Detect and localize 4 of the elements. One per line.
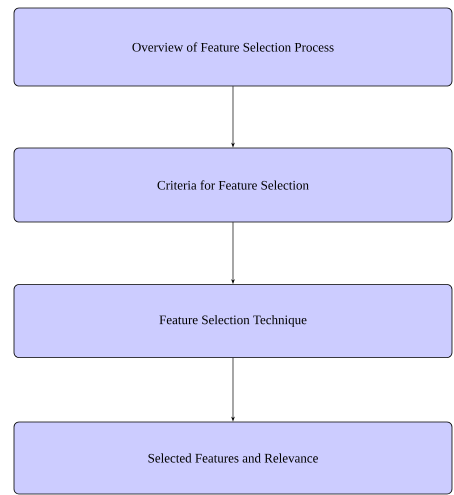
process-box: Feature Selection Technique (14, 284, 452, 358)
process-box: Criteria for Feature Selection (14, 148, 452, 222)
process-box: Overview of Feature Selection Process (14, 8, 452, 86)
process-box: Selected Features and Relevance (14, 422, 452, 494)
